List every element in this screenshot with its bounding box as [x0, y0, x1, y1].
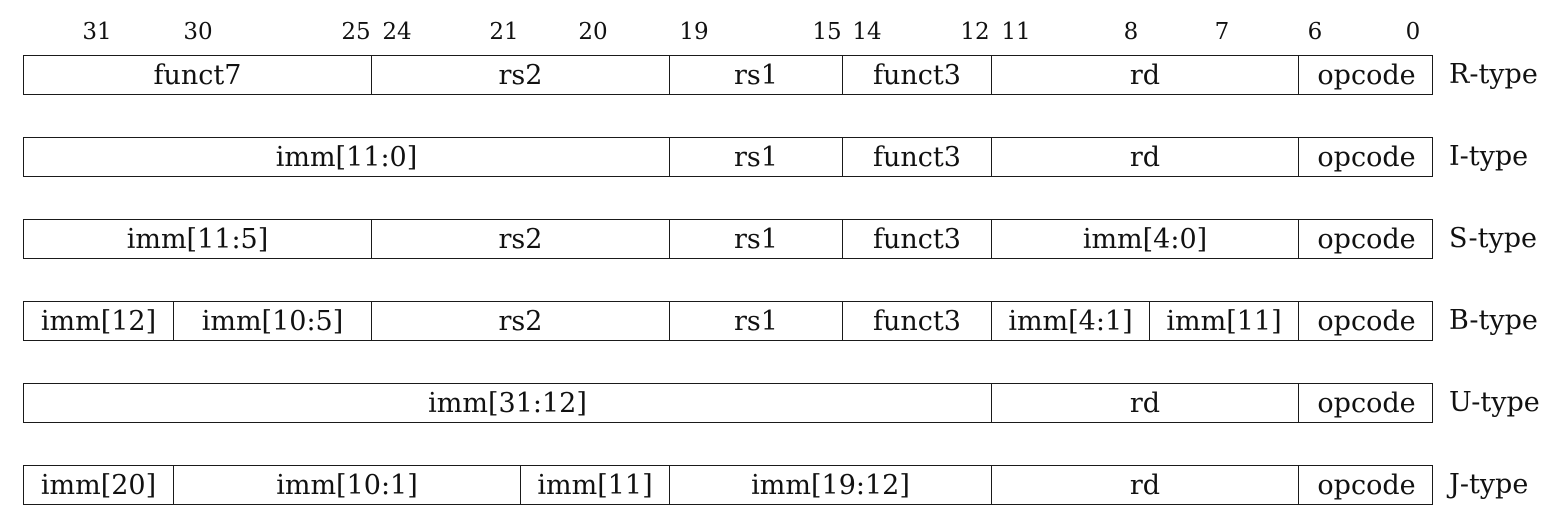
field-imm19-12: imm[19:12] [669, 466, 991, 504]
field-opcode: opcode [1298, 466, 1434, 504]
type-label-b-type: B-type [1449, 305, 1538, 336]
bit-label-25: 25 [341, 19, 371, 45]
field-imm12: imm[12] [40, 305, 157, 337]
field-imm11-0: imm[11:0] [275, 141, 418, 173]
bit-label-31: 31 [82, 19, 112, 45]
field-opcode: opcode [1298, 302, 1434, 340]
bit-label-0: 0 [1405, 19, 1421, 45]
bit-label-19: 19 [679, 19, 709, 45]
field-imm11-5: imm[11:5] [126, 223, 269, 255]
field-rs1: rs1 [669, 302, 842, 340]
bit-label-21: 21 [489, 19, 519, 45]
bit-label-30: 30 [183, 19, 213, 45]
field-funct3: funct3 [842, 138, 991, 176]
field-imm10-1: imm[10:1] [173, 466, 520, 504]
field-imm4-0: imm[4:0] [991, 220, 1298, 258]
bit-label-24: 24 [382, 19, 412, 45]
field-funct3: funct3 [842, 56, 991, 94]
bit-label-11: 11 [1001, 19, 1031, 45]
type-label-i-type: I-type [1449, 141, 1529, 172]
field-rs2: rs2 [371, 56, 669, 94]
bit-label-12: 12 [960, 19, 990, 45]
field-funct7: funct7 [153, 59, 242, 91]
field-rs2: rs2 [371, 302, 669, 340]
field-imm11: imm[11] [520, 466, 669, 504]
field-funct3: funct3 [842, 220, 991, 258]
field-rs1: rs1 [669, 138, 842, 176]
field-rd: rd [991, 56, 1298, 94]
field-rs1: rs1 [669, 220, 842, 258]
field-rd: rd [991, 466, 1298, 504]
field-funct3: funct3 [842, 302, 991, 340]
field-opcode: opcode [1298, 138, 1434, 176]
field-rd: rd [991, 138, 1298, 176]
type-label-s-type: S-type [1449, 223, 1537, 254]
type-label-j-type: J-type [1449, 469, 1529, 500]
bit-label-7: 7 [1214, 19, 1230, 45]
field-rs2: rs2 [371, 220, 669, 258]
field-rs1: rs1 [669, 56, 842, 94]
field-imm31-12: imm[31:12] [428, 387, 587, 419]
bit-label-20: 20 [578, 19, 608, 45]
field-rd: rd [991, 384, 1298, 422]
field-imm20: imm[20] [40, 469, 157, 501]
field-opcode: opcode [1298, 56, 1434, 94]
field-imm11: imm[11] [1149, 302, 1298, 340]
bit-label-14: 14 [852, 19, 882, 45]
field-opcode: opcode [1298, 220, 1434, 258]
field-opcode: opcode [1298, 384, 1434, 422]
field-imm10-5: imm[10:5] [173, 302, 371, 340]
bit-label-8: 8 [1123, 19, 1139, 45]
bit-label-15: 15 [812, 19, 842, 45]
bit-label-6: 6 [1307, 19, 1323, 45]
type-label-u-type: U-type [1449, 387, 1540, 418]
field-imm4-1: imm[4:1] [991, 302, 1149, 340]
type-label-r-type: R-type [1449, 59, 1538, 90]
